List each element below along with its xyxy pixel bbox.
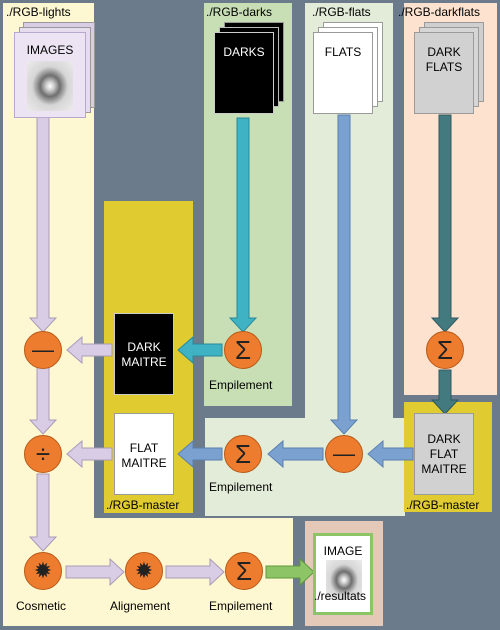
darks-card-label: DARKS	[223, 45, 265, 59]
galaxy-thumbnail	[27, 61, 73, 111]
folder-label-darkflats: ./RGB-darkflats	[398, 5, 481, 19]
arrow-subtract-to-divide	[28, 367, 58, 435]
result-galaxy-thumbnail	[326, 560, 362, 600]
images-card: IMAGES	[14, 32, 86, 118]
folder-label-results: ./resultats	[314, 589, 367, 603]
arrow-flats-to-subtract	[329, 114, 359, 435]
arrow-divide-to-cosmetic	[28, 473, 58, 552]
arrow-sum-to-darkflatmaitre	[430, 369, 460, 415]
arrow-darkflatmaitre-to-subtract	[367, 439, 414, 469]
sum-icon: Σ	[234, 439, 252, 469]
arrow-sum-to-darkmaitre	[177, 335, 223, 365]
dark-flat-maitre-line1: DARK	[427, 432, 461, 446]
arrow-flatmaitre-to-divide	[66, 439, 113, 469]
folder-label-master-right: ./RGB-master	[406, 498, 480, 512]
flats-card: FLATS	[313, 32, 373, 114]
dark-flat-maitre-card: DARK FLAT MAITRE	[414, 413, 474, 495]
flats-card-label: FLATS	[324, 45, 362, 59]
result-image-card: IMAGE	[313, 533, 373, 615]
arrow-sum-to-flatmaitre	[177, 439, 223, 469]
caption-stack-flats: Empilement	[209, 480, 273, 494]
divide-op: ÷	[24, 435, 62, 473]
arrow-images-to-subtract	[28, 114, 58, 333]
arrow-stack-to-results	[265, 557, 315, 587]
stack-darkflats-op: Σ	[426, 331, 464, 369]
dark-maitre-line2: MAITRE	[121, 355, 167, 369]
dark-maitre-card: DARK MAITRE	[114, 313, 174, 395]
darkflats-card-line1: DARK	[427, 45, 461, 59]
images-card-label: IMAGES	[26, 43, 74, 57]
gear-icon: ✹	[134, 558, 154, 583]
dark-flat-maitre-line2: FLAT	[429, 447, 459, 461]
darkflats-card-line2: FLATS	[425, 60, 463, 74]
subtract-icon: —	[32, 337, 54, 362]
flat-maitre-line2: MAITRE	[121, 456, 167, 470]
folder-label-master-left: ./RGB-master	[106, 498, 180, 512]
folder-label-flats: ./RGB-flats	[312, 5, 371, 19]
arrow-cosmetic-to-alignment	[65, 557, 125, 587]
sum-icon: Σ	[436, 335, 454, 365]
subtract-lights-op: —	[24, 331, 62, 369]
flat-maitre-line1: FLAT	[129, 441, 159, 455]
result-image-label: IMAGE	[323, 544, 363, 558]
dark-maitre-line1: DARK	[127, 340, 161, 354]
cosmetic-op: ✹	[24, 552, 62, 590]
arrow-darkflats-to-sum	[430, 114, 460, 333]
flat-maitre-card: FLAT MAITRE	[114, 413, 174, 495]
subtract-icon: —	[333, 441, 355, 466]
arrow-darkmaitre-to-subtract	[66, 335, 113, 365]
folder-label-lights: ./RGB-lights	[6, 5, 71, 19]
subtract-flats-op: —	[325, 435, 363, 473]
sum-icon: Σ	[235, 556, 253, 586]
arrow-subtract-to-sum	[267, 439, 324, 469]
darkflats-card: DARK FLATS	[414, 32, 474, 114]
caption-stack-darks: Empilement	[209, 378, 273, 392]
divide-icon: ÷	[35, 439, 51, 469]
caption-cosmetic: Cosmetic	[16, 599, 67, 613]
alignment-op: ✹	[125, 552, 163, 590]
sum-icon: Σ	[234, 335, 252, 365]
stack-final-op: Σ	[225, 552, 263, 590]
gear-icon: ✹	[33, 558, 53, 583]
dark-flat-maitre-line3: MAITRE	[421, 462, 467, 476]
caption-stack-final: Empilement	[209, 599, 273, 613]
arrow-darks-to-sum	[228, 117, 258, 333]
arrow-alignment-to-stack	[165, 557, 225, 587]
stack-flats-op: Σ	[224, 435, 262, 473]
darks-card: DARKS	[214, 32, 274, 114]
stack-darks-op: Σ	[224, 331, 262, 369]
folder-label-darks: ./RGB-darks	[206, 5, 273, 19]
caption-alignment: Alignement	[110, 599, 171, 613]
